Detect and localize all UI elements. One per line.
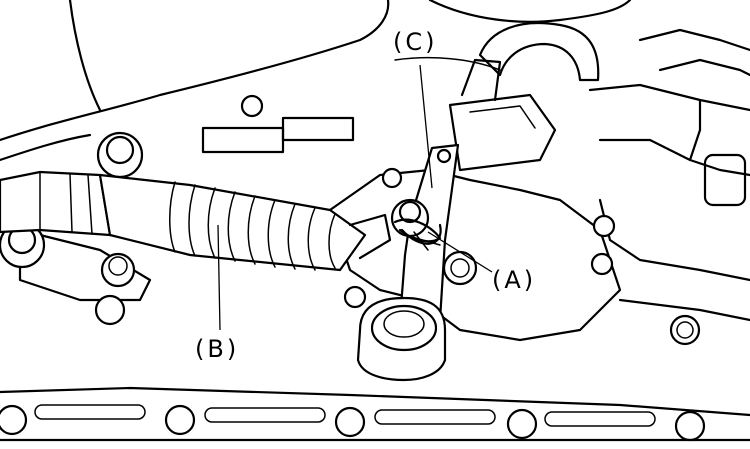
label-plate [201, 94, 355, 154]
callout-label-b: (B) [195, 335, 239, 363]
retaining-clip [393, 218, 442, 251]
lever-end-joint [356, 296, 447, 382]
cable-boot [0, 170, 392, 272]
left-bracket [0, 131, 152, 326]
callout-label-c: (C) [393, 28, 437, 56]
bottom-flange [0, 386, 750, 442]
leader-c [419, 64, 433, 189]
callout-leaders [217, 64, 493, 331]
callout-label-a: (A) [492, 266, 536, 294]
leader-b [217, 224, 221, 331]
leader-a [427, 231, 493, 273]
hose-bracket [448, 21, 600, 172]
upper-housing-outline [0, 0, 632, 162]
right-housing [588, 28, 750, 346]
